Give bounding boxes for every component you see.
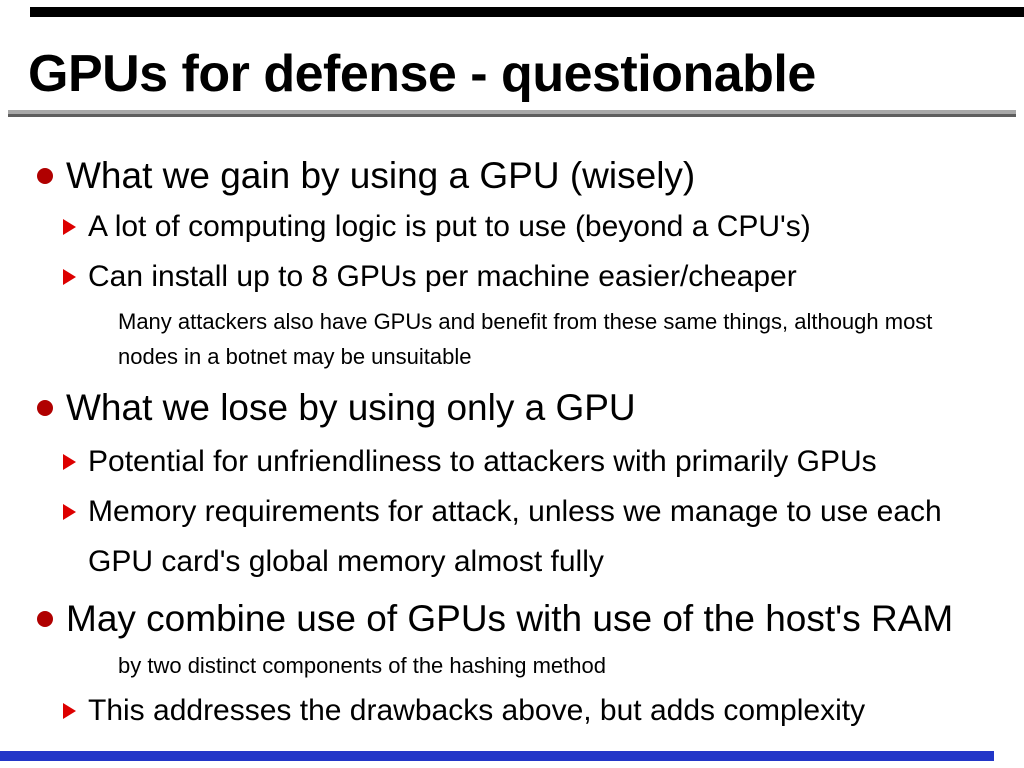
bullet-line-level1: What we lose by using only a GPU <box>37 386 636 430</box>
triangle-bullet-icon <box>63 219 76 235</box>
bullet-line-level2: This addresses the drawbacks above, but … <box>63 691 865 731</box>
bullet-text: This addresses the drawbacks above, but … <box>88 694 866 727</box>
bullet-line-level1: May combine use of GPUs with use of the … <box>37 597 953 641</box>
bullet-text: What we lose by using only a GPU <box>66 387 636 428</box>
bullet-line-level1: What we gain by using a GPU (wisely) <box>37 154 695 198</box>
bullet-line-level2: Can install up to 8 GPUs per machine eas… <box>63 257 797 297</box>
subtext: by two distinct components of the hashin… <box>118 653 606 678</box>
subtext: Many attackers also have GPUs and benefi… <box>118 304 932 374</box>
subtext-line-level3: Many attackers also have GPUs and benefi… <box>118 304 932 374</box>
bullet-text: Can install up to 8 GPUs per machine eas… <box>88 260 797 293</box>
bullet-text: May combine use of GPUs with use of the … <box>66 598 954 639</box>
triangle-bullet-icon <box>63 454 76 470</box>
bullet-text: A lot of computing logic is put to use (… <box>88 210 811 243</box>
subtext-line-level3: by two distinct components of the hashin… <box>118 651 606 681</box>
bullet-text: Memory requirements for attack, unless w… <box>88 487 942 587</box>
bullet-line-level2: A lot of computing logic is put to use (… <box>63 207 811 247</box>
subtext-row: nodes in a botnet may be unsuitable <box>118 344 472 369</box>
triangle-bullet-icon <box>63 703 76 719</box>
triangle-bullet-icon <box>63 269 76 285</box>
title-divider-light <box>8 110 1016 114</box>
triangle-bullet-icon <box>63 504 76 520</box>
title-divider-dark <box>8 114 1016 117</box>
top-accent-bar <box>30 7 1024 17</box>
subtext-row: Many attackers also have GPUs and benefi… <box>118 309 933 334</box>
bottom-accent-bar <box>0 751 994 761</box>
circle-bullet-icon <box>37 611 53 627</box>
bullet-line-level2: Potential for unfriendliness to attacker… <box>63 442 877 482</box>
circle-bullet-icon <box>37 168 53 184</box>
slide-title: GPUs for defense - questionable <box>28 45 816 103</box>
bullet-text: What we gain by using a GPU (wisely) <box>66 155 696 196</box>
bullet-text-row: GPU card's global memory almost fully <box>88 545 604 578</box>
circle-bullet-icon <box>37 400 53 416</box>
bullet-text-row: Memory requirements for attack, unless w… <box>88 495 942 528</box>
bullet-line-level2: Memory requirements for attack, unless w… <box>63 487 942 587</box>
title-divider <box>8 110 1016 117</box>
bullet-text: Potential for unfriendliness to attacker… <box>88 445 877 478</box>
